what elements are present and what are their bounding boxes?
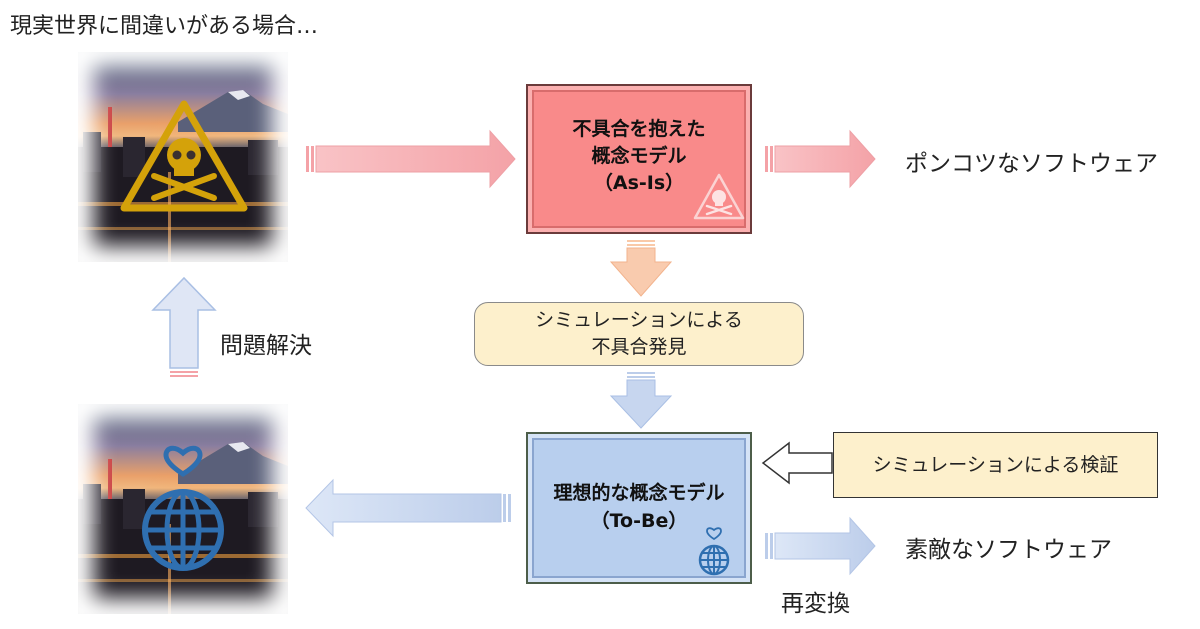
problem-solving-label: 問題解決	[220, 333, 312, 359]
tobe-line-2: （To-Be）	[590, 510, 688, 532]
asis-line-2: 概念モデル	[591, 145, 687, 167]
simulation-verification-box: シミュレーションによる検証	[833, 432, 1158, 498]
asis-line-1: 不具合を抱えた	[572, 118, 706, 140]
arrow-tobe-to-good-software	[765, 516, 876, 576]
reconversion-label: 再変換	[781, 591, 850, 617]
city-image-asis	[78, 52, 288, 262]
arrow-problem-solving-up	[151, 276, 217, 377]
tobe-line-1: 理想的な概念モデル	[553, 482, 725, 504]
arrow-tobe-to-city	[305, 478, 511, 538]
asis-model-box: 不具合を抱えた 概念モデル （As-Is）	[526, 84, 752, 234]
city-image-tobe	[78, 404, 288, 614]
globe-heart-icon	[698, 527, 730, 576]
simulation-line-1: シミュレーションによる	[535, 309, 743, 331]
bad-software-label: ポンコツなソフトウェア	[905, 151, 1158, 177]
good-software-label: 素敵なソフトウェア	[905, 537, 1112, 563]
page-title: 現実世界に間違いがある場合…	[10, 14, 319, 39]
asis-line-3: （As-Is）	[593, 172, 685, 194]
arrow-city-to-asis	[306, 129, 516, 189]
arrow-asis-to-bad-software	[765, 129, 876, 189]
simulation-line-2: 不具合発見	[591, 336, 687, 358]
arrow-verification-to-tobe	[761, 441, 833, 485]
simulation-discovery-box: シミュレーションによる 不具合発見	[474, 302, 804, 366]
arrow-asis-to-simulation	[609, 240, 673, 297]
skull-warning-icon	[693, 173, 745, 220]
arrow-simulation-to-tobe	[609, 372, 673, 429]
tobe-model-box: 理想的な概念モデル （To-Be）	[526, 432, 752, 584]
